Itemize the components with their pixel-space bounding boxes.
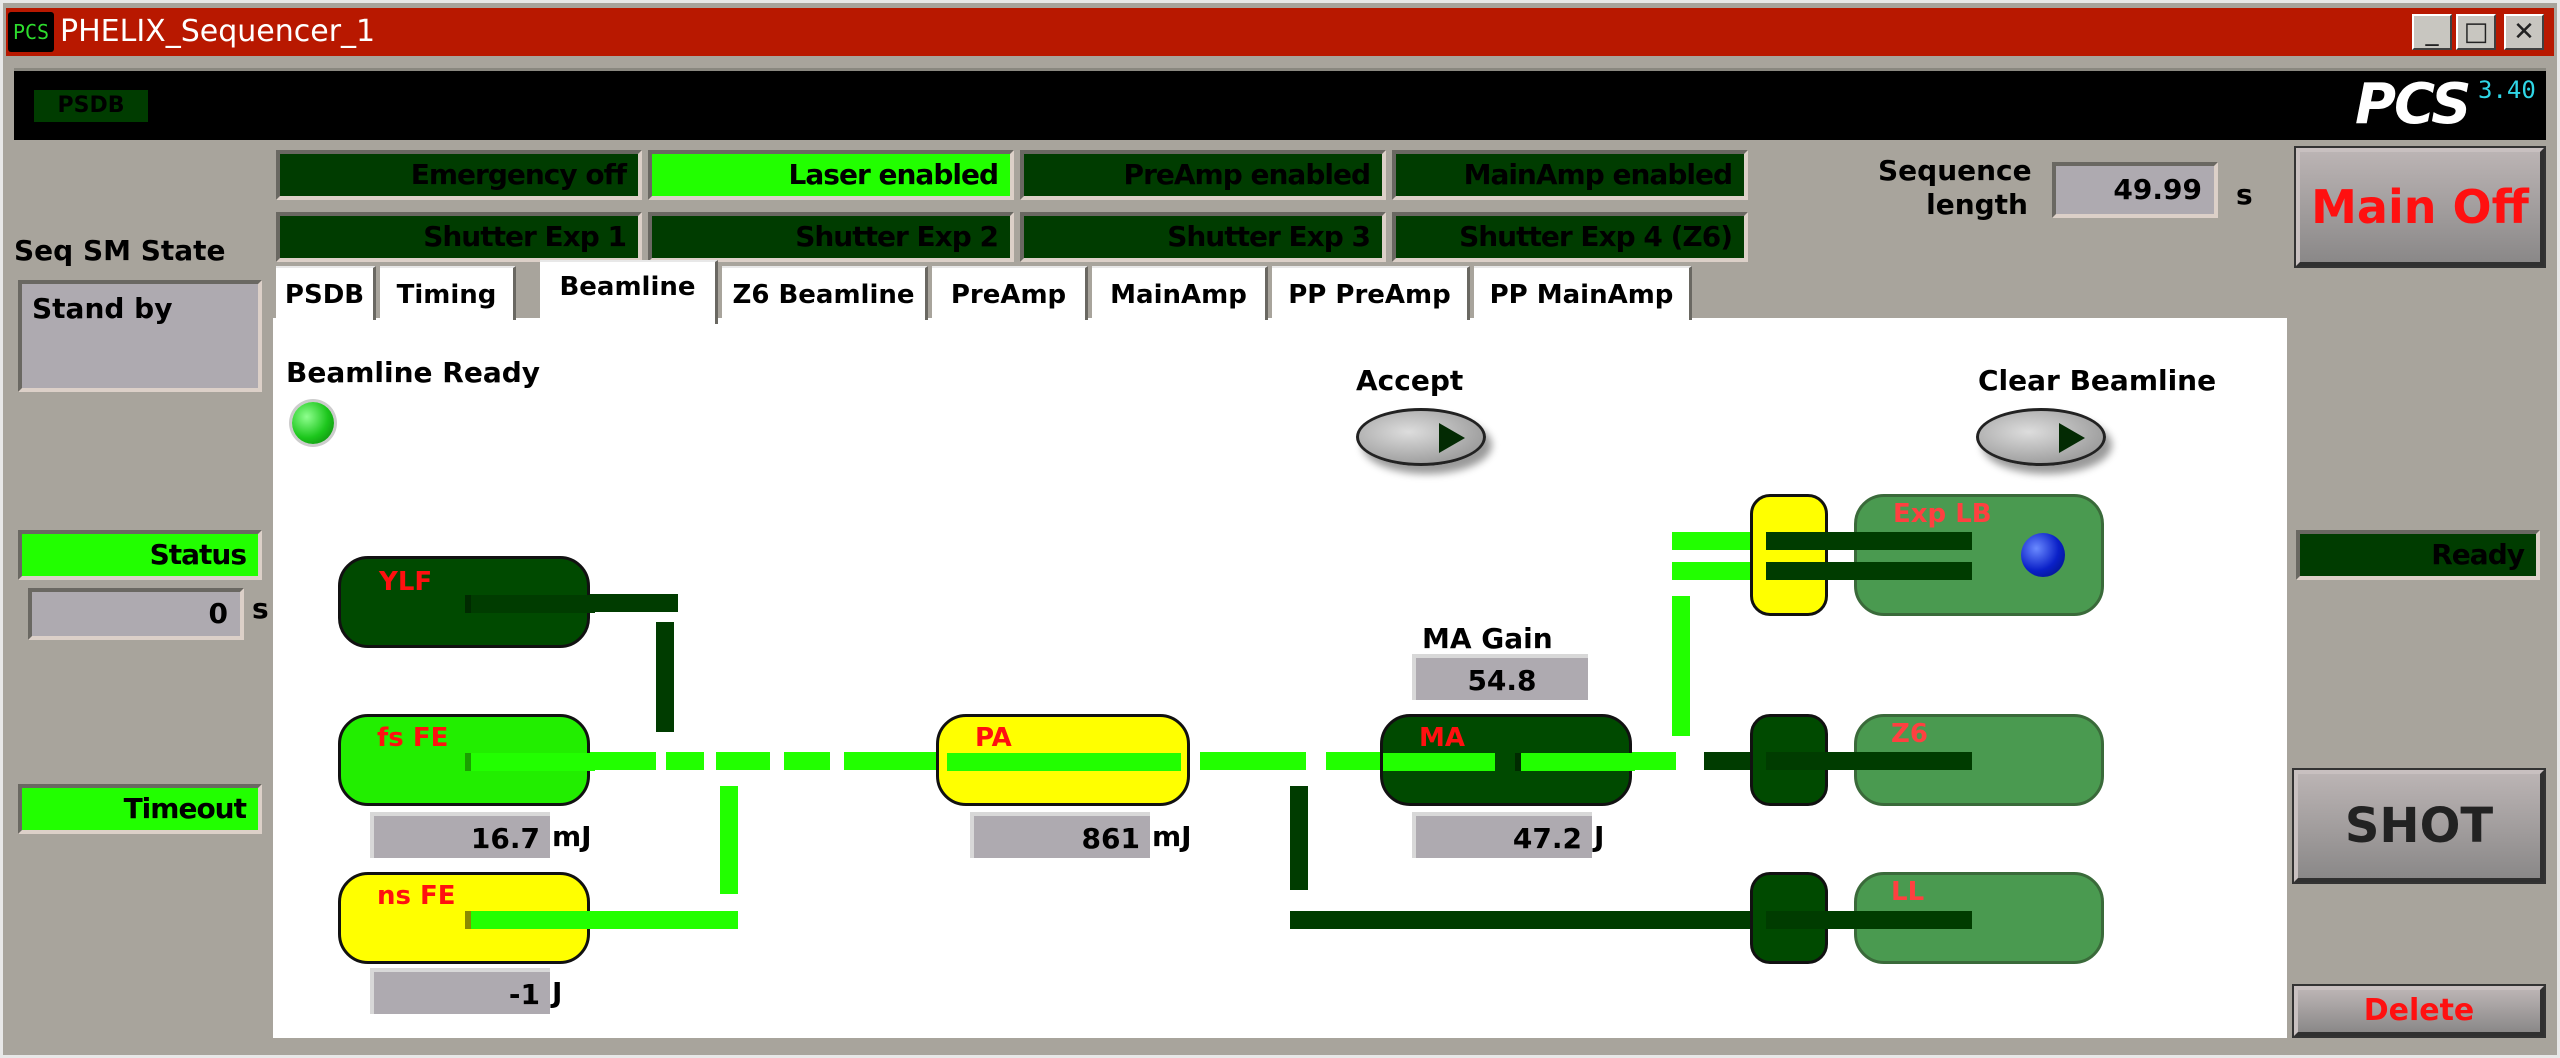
beam-ll-inner <box>1766 911 1972 929</box>
header-bar <box>14 68 2546 140</box>
psdb-badge: PSDB <box>34 90 148 122</box>
beam-segment <box>716 752 770 770</box>
lamp-shutter-exp-2: Shutter Exp 2 <box>648 212 1014 262</box>
pa-energy: 861 <box>970 812 1150 858</box>
sequence-label-line1: Sequence <box>1878 154 2032 187</box>
beam-ma-inner-2 <box>1515 753 1635 771</box>
node-ylf-label: YLF <box>379 567 433 597</box>
fs-fe-unit: mJ <box>552 820 592 853</box>
ns-fe-unit: J <box>552 976 563 1009</box>
beam-ylf-down <box>656 622 674 732</box>
node-exp-lb[interactable]: Exp LB <box>1854 494 2104 616</box>
maximize-button[interactable]: □ <box>2456 14 2496 50</box>
node-fs-fe-label: fs FE <box>377 723 449 753</box>
beam-segment <box>784 752 830 770</box>
beam-nsfe-inner <box>465 911 595 929</box>
seq-sm-state-value: Stand by <box>18 280 262 392</box>
pa-unit: mJ <box>1152 820 1192 853</box>
minimize-button[interactable]: _ <box>2412 14 2452 50</box>
status-indicator: Status <box>18 530 262 580</box>
beam-explb-up <box>1672 596 1690 736</box>
node-pa[interactable]: PA <box>936 714 1190 806</box>
node-ll-label: LL <box>1891 877 1925 907</box>
beam-explb-2 <box>1672 562 1752 580</box>
ns-fe-energy: -1 <box>370 968 550 1014</box>
play-icon <box>1439 423 1465 453</box>
window-title: PHELIX_Sequencer_1 <box>60 14 376 49</box>
fs-fe-energy: 16.7 <box>370 812 550 858</box>
pcs-logo: PCS <box>2355 72 2471 137</box>
beam-ylf-inner <box>465 595 595 613</box>
ma-gain-label: MA Gain <box>1422 622 1553 655</box>
version-label: 3.40 <box>2478 76 2536 104</box>
beam-pa-inner <box>947 753 1181 771</box>
beam-explb-inner-2 <box>1766 562 1972 580</box>
tab-pp-mainamp[interactable]: PP MainAmp <box>1474 266 1692 320</box>
node-ma[interactable]: MA <box>1380 714 1635 806</box>
lamp-shutter-exp-3: Shutter Exp 3 <box>1020 212 1386 262</box>
node-z6-label: Z6 <box>1891 719 1928 749</box>
beam-segment <box>844 752 940 770</box>
accept-button[interactable] <box>1356 408 1486 466</box>
beam-ll-down <box>1290 786 1308 890</box>
tab-timing[interactable]: Timing <box>380 266 516 320</box>
app-icon: PCS <box>8 12 54 52</box>
clear-beamline-button[interactable] <box>1976 408 2106 466</box>
lamp-shutter-exp-4: Shutter Exp 4 (Z6) <box>1392 212 1748 262</box>
beam-explb-1 <box>1672 532 1752 550</box>
beam-fsfe-inner <box>465 753 595 771</box>
beamline-ready-label: Beamline Ready <box>286 356 541 389</box>
beamline-ready-led <box>292 402 334 444</box>
beam-z6-inner <box>1766 752 1972 770</box>
sequence-length-unit: s <box>2236 178 2253 211</box>
tab-z6-beamline[interactable]: Z6 Beamline <box>722 266 928 320</box>
status-timer-unit: s <box>252 592 269 625</box>
exp-lb-indicator <box>2021 533 2065 577</box>
node-pa-label: PA <box>975 723 1012 753</box>
title-bar <box>6 8 2554 56</box>
ma-gain-value: 54.8 <box>1412 654 1588 700</box>
node-ylf[interactable]: YLF <box>338 556 595 648</box>
beam-ll <box>1290 911 1760 929</box>
seq-sm-state-label: Seq SM State <box>14 234 226 267</box>
lamp-preamp-enabled: PreAmp enabled <box>1020 150 1386 200</box>
node-ns-fe-label: ns FE <box>377 881 456 911</box>
ma-unit: J <box>1594 820 1605 853</box>
beam-explb-inner-1 <box>1766 532 1972 550</box>
clear-beamline-label: Clear Beamline <box>1978 364 2217 397</box>
accept-label: Accept <box>1356 364 1464 397</box>
tab-beamline[interactable]: Beamline <box>540 260 718 324</box>
sequence-length-field[interactable]: 49.99 <box>2052 162 2218 218</box>
delete-button[interactable]: Delete <box>2292 984 2546 1038</box>
close-button[interactable]: ✕ <box>2504 14 2544 50</box>
main-off-button[interactable]: Main Off <box>2294 146 2546 268</box>
status-timer-field: 0 <box>28 588 244 640</box>
node-exp-lb-label: Exp LB <box>1893 499 1992 529</box>
sequence-label-line2: length <box>1926 188 2028 221</box>
node-ma-label: MA <box>1419 723 1465 753</box>
beam-z6 <box>1704 752 1764 770</box>
beam-pa-out <box>1200 752 1306 770</box>
tab-psdb[interactable]: PSDB <box>276 266 376 320</box>
lamp-shutter-exp-1: Shutter Exp 1 <box>276 212 642 262</box>
ready-indicator: Ready <box>2296 530 2540 580</box>
lamp-laser-enabled: Laser enabled <box>648 150 1014 200</box>
tab-pp-preamp[interactable]: PP PreAmp <box>1272 266 1470 320</box>
beam-nsfe-up <box>720 786 738 894</box>
lamp-mainamp-enabled: MainAmp enabled <box>1392 150 1748 200</box>
sequence-length-label: Sequence length <box>1878 154 2032 222</box>
ma-energy: 47.2 <box>1412 812 1592 858</box>
lamp-emergency-off: Emergency off <box>276 150 642 200</box>
play-icon <box>2059 423 2085 453</box>
tab-mainamp[interactable]: MainAmp <box>1092 266 1268 320</box>
node-fs-fe[interactable]: fs FE <box>338 714 595 806</box>
node-ns-fe[interactable]: ns FE <box>338 872 595 964</box>
tab-preamp[interactable]: PreAmp <box>932 266 1088 320</box>
timeout-indicator: Timeout <box>18 784 262 834</box>
beam-ma-inner-1 <box>1383 753 1495 771</box>
beam-segment <box>666 752 704 770</box>
shot-button[interactable]: SHOT <box>2292 768 2546 884</box>
shutter-exp-lb[interactable] <box>1750 494 1828 616</box>
beam-segment <box>1326 752 1386 770</box>
